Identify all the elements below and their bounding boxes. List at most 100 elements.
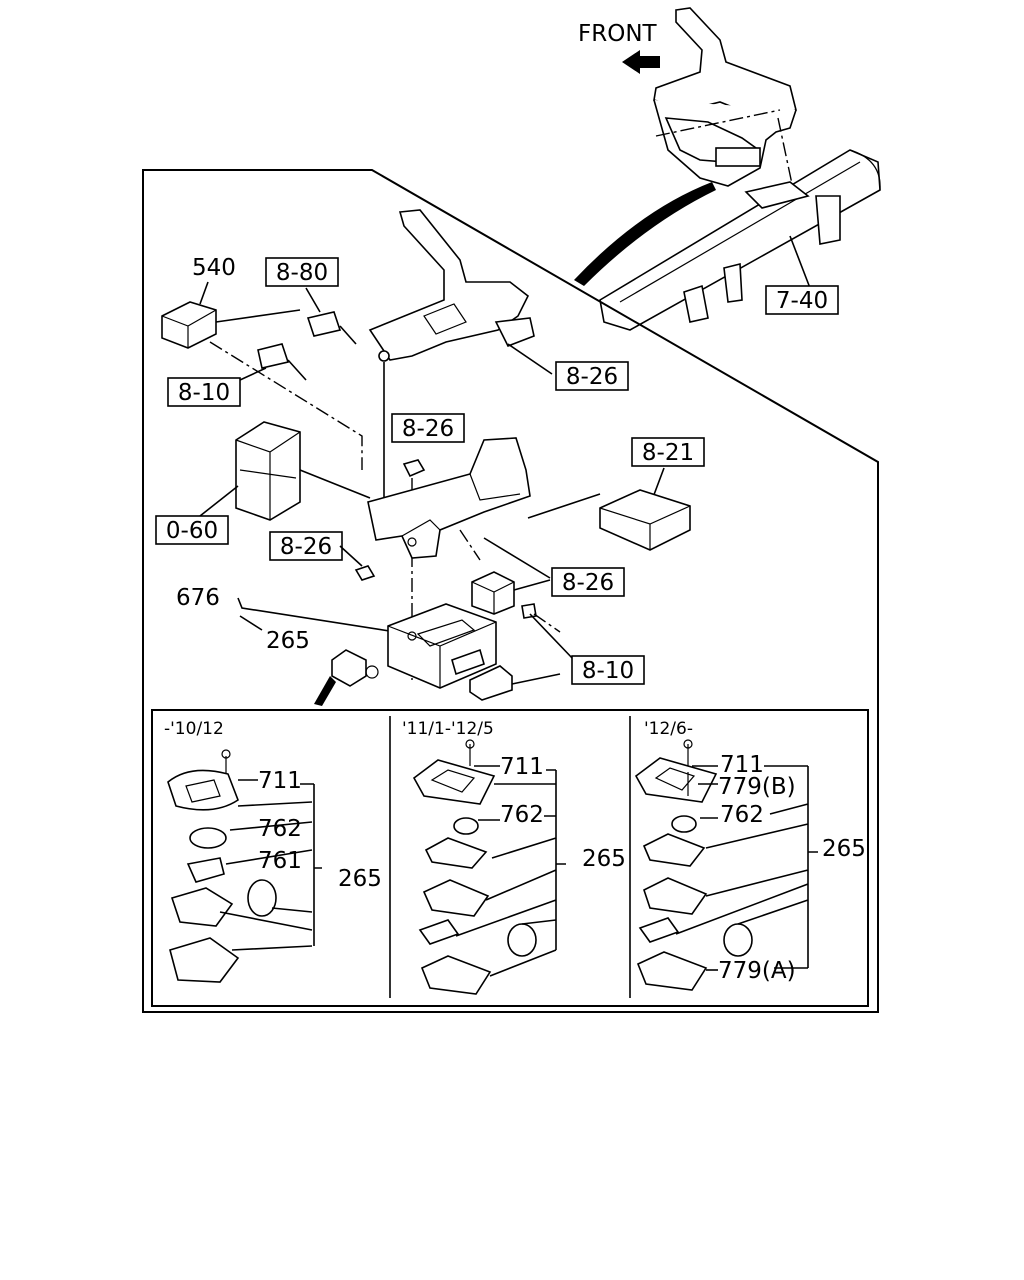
p2-ring (507, 923, 537, 957)
panel-3: '12/6- 711 779(B) 762 265 779(A) (634, 719, 866, 991)
mounting-bracket (367, 437, 531, 559)
callout-box-740 (765, 285, 839, 315)
panel-2-period: '11/1-'12/5 (402, 719, 494, 739)
connector-810 (257, 343, 290, 369)
bracket-826 (368, 209, 530, 361)
connector-880 (306, 311, 342, 337)
p2-button-pad (418, 919, 460, 945)
p3-265: 265 (822, 836, 866, 862)
p3-case-top (634, 757, 718, 803)
p3-battery (671, 815, 697, 833)
callout-676: 676 (176, 585, 220, 611)
nut-826-left (354, 565, 376, 581)
leader-676 (237, 597, 397, 633)
p3-779b: 779(B) (718, 774, 796, 800)
control-unit-676-edges (387, 619, 497, 688)
callout-821: 8-21 (642, 440, 694, 466)
callout-box-060 (155, 515, 229, 545)
callout-box-810b (571, 655, 645, 685)
p2-711: 711 (500, 754, 544, 780)
callout-826c: 8-26 (280, 534, 332, 560)
p1-leaders-2 (238, 779, 314, 785)
dash-540 (209, 341, 363, 470)
p3-case-mid (643, 877, 708, 915)
bracket-826-window (423, 303, 467, 335)
leader-540 (199, 281, 209, 305)
connector-block-edges (599, 505, 691, 550)
callout-826d: 8-26 (562, 570, 614, 596)
callout-box-826d (551, 567, 625, 597)
tube-line (619, 161, 861, 303)
front-arrow-icon (622, 50, 660, 74)
callout-880: 8-80 (276, 260, 328, 286)
callout-060: 0-60 (166, 518, 218, 544)
leader-880 (305, 287, 321, 313)
callout-810b: 8-10 (582, 658, 634, 684)
wire-880 (339, 325, 357, 345)
nut-826-top (402, 459, 426, 478)
p1-case-bottom (169, 937, 240, 983)
callout-box-880 (265, 257, 339, 287)
p1-711: 711 (258, 768, 302, 794)
leader-826d (483, 537, 551, 591)
bracket-edges (401, 473, 521, 537)
tube-stay (683, 284, 709, 323)
cross-member-assembly: FRONT 7-40 (574, 7, 881, 331)
fob-panels-frame (151, 709, 869, 1007)
p3-board (642, 833, 706, 867)
p1-screw-head (221, 749, 231, 759)
key-ring (365, 665, 379, 679)
p2-case-top (412, 759, 496, 805)
connector-block-821 (599, 489, 691, 551)
p3-case-window (654, 767, 696, 791)
leader-826a (507, 343, 553, 375)
detail-frame (142, 169, 879, 1013)
bracket-826-tab (494, 317, 535, 348)
leader-810b (529, 613, 575, 661)
p1-762: 762 (258, 816, 302, 842)
p2-battery (453, 817, 479, 835)
bracket-hole (407, 537, 417, 547)
unit-hole (407, 631, 417, 641)
wire-821 (527, 493, 601, 519)
leader-740 (789, 235, 811, 289)
relay-826-wire (533, 613, 561, 633)
callout-box-826c (269, 531, 343, 561)
p2-screw-head (465, 739, 475, 749)
wire-540 (215, 309, 301, 323)
unit-676-port (451, 648, 485, 676)
p2-case-bottom (420, 955, 492, 995)
control-unit-edges (235, 431, 301, 520)
leader-265 (239, 615, 263, 631)
callout-540: 540 (192, 255, 236, 281)
dash-relay (459, 529, 481, 561)
callout-265: 265 (266, 628, 310, 654)
callout-box-826a (555, 361, 629, 391)
p3-779a: 779(A) (718, 958, 796, 984)
p1-button-pad (170, 887, 234, 927)
p2-case-mid (422, 879, 490, 917)
module-connector (715, 147, 761, 167)
callout-740: 7-40 (776, 288, 828, 314)
tube-bracket (744, 181, 810, 209)
tube-bracket-2 (815, 195, 841, 245)
callout-box-821 (631, 437, 705, 467)
relay-540-edges (161, 309, 217, 348)
leader-810a (239, 367, 267, 381)
p3-case-bottom (636, 951, 708, 991)
p3-711: 711 (720, 752, 764, 778)
p2-265: 265 (582, 846, 626, 872)
panel-3-period: '12/6- (644, 719, 693, 739)
detail-components: 540 8-80 8-10 8-26 8-26 (155, 209, 705, 706)
relay-826-plug (521, 603, 537, 619)
p2-leaders-2 (474, 765, 556, 817)
p2-762: 762 (500, 802, 544, 828)
callout-box-810a (167, 377, 241, 407)
p3-leaders (675, 765, 818, 969)
p2-case-window (430, 769, 476, 793)
p1-battery (189, 827, 227, 849)
leader-826c (339, 545, 363, 567)
p2-board (424, 837, 488, 869)
p1-leaders (219, 784, 322, 951)
